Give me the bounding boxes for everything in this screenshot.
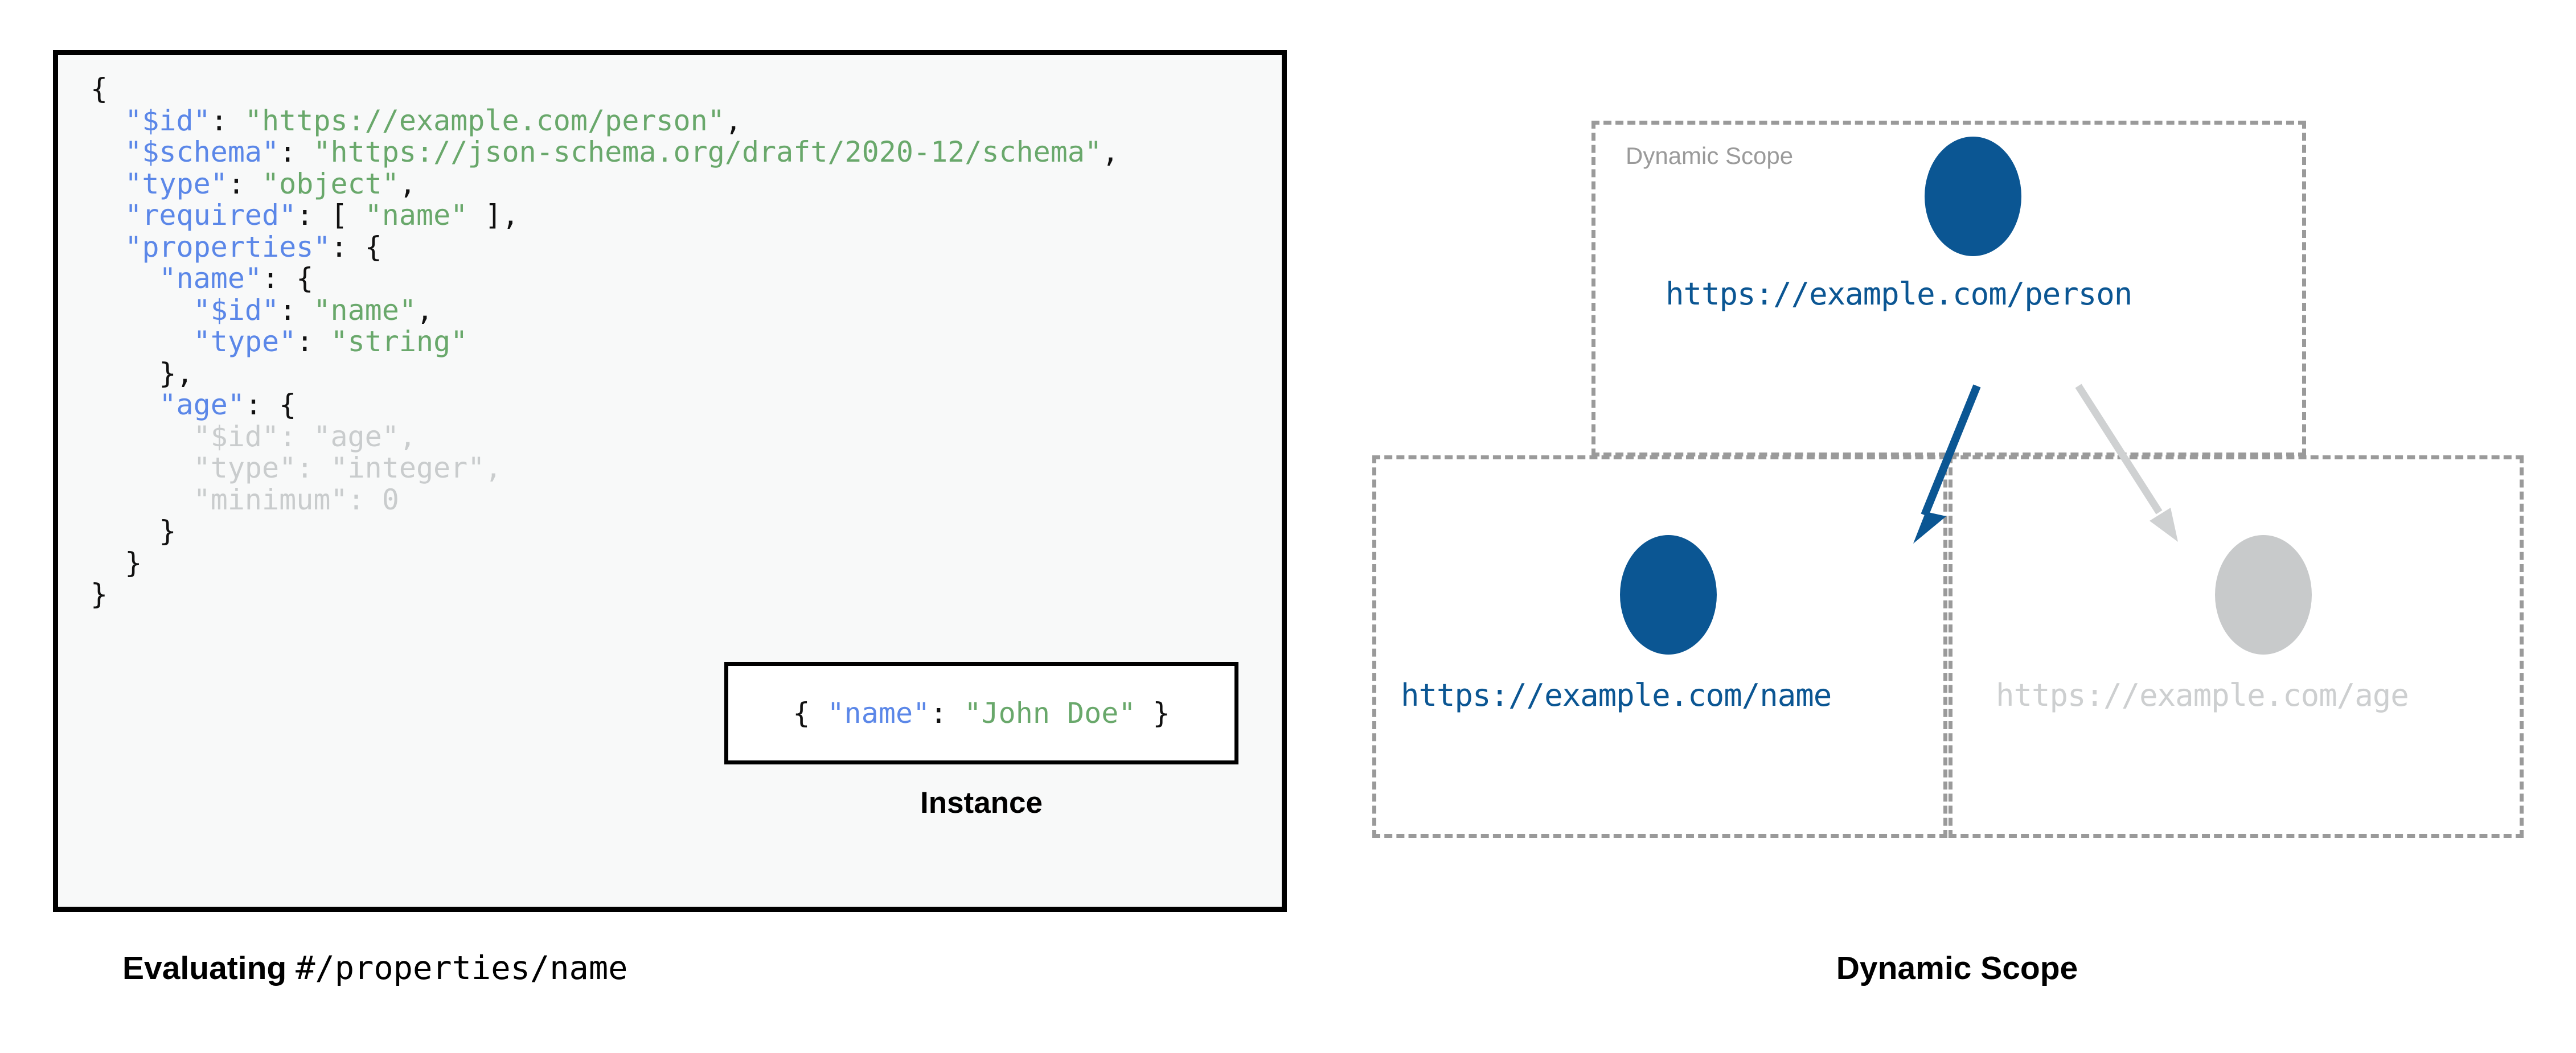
right-figure-caption: Dynamic Scope [1836, 950, 2078, 986]
code-token: "name" [159, 262, 262, 295]
code-token: "type": "integer", [193, 451, 502, 484]
code-token: , [724, 104, 742, 137]
code-token: : { [262, 262, 314, 295]
node-circle-person [1925, 137, 2021, 256]
code-line: "name": { [91, 262, 1119, 295]
code-token: , [1102, 135, 1119, 168]
code-line: "age": { [91, 389, 1119, 421]
instance-code: { "name": "John Doe" } [793, 697, 1170, 730]
code-token: : { [244, 388, 297, 421]
code-line: } [91, 515, 1119, 548]
node-circle-name [1620, 535, 1717, 655]
code-token: "object" [262, 167, 399, 200]
node-circle-age [2215, 535, 2312, 655]
code-token: , [416, 293, 434, 327]
code-token: "minimum": 0 [193, 483, 399, 516]
left-caption-bold: Evaluating [122, 950, 296, 986]
code-token: } [91, 578, 108, 611]
instance-caption: Instance [920, 786, 1043, 820]
code-line: } [91, 546, 1119, 579]
schema-panel: { "$id": "https://example.com/person", "… [53, 50, 1287, 987]
code-token: "required" [125, 199, 297, 232]
dynamic-scope-panel: Dynamic Scope https://example.com/person… [1338, 0, 2576, 1053]
left-caption-pointer: #/properties/name [296, 949, 628, 987]
code-token: : [ [296, 199, 365, 232]
code-line: }, [91, 356, 1119, 390]
code-token: } [159, 515, 177, 548]
schema-code-card: { "$id": "https://example.com/person", "… [53, 50, 1287, 912]
code-line: "required": [ "name" ], [91, 199, 1119, 232]
instance-token: "John Doe" [964, 697, 1136, 730]
code-line: "$id": "https://example.com/person", [91, 105, 1119, 137]
node-label-person: https://example.com/person [1666, 276, 2132, 312]
code-line: "properties": { [91, 230, 1119, 264]
scope-box-age [1949, 455, 2524, 838]
code-line: "minimum": 0 [91, 484, 1119, 516]
node-label-name: https://example.com/name [1401, 677, 1832, 713]
code-line: "$schema": "https://json-schema.org/draf… [91, 135, 1119, 168]
instance-token: "name" [827, 697, 930, 730]
code-line: "type": "object", [91, 168, 1119, 200]
code-token: : [227, 167, 262, 200]
code-token: "name" [313, 293, 416, 327]
code-token: : [279, 293, 314, 327]
code-token: "age" [159, 388, 245, 421]
code-token: ], [467, 199, 519, 232]
code-token: } [125, 546, 142, 579]
node-label-age: https://example.com/age [1996, 677, 2409, 713]
code-token: : [279, 135, 314, 168]
instance-token: : [930, 697, 965, 730]
code-token: "string" [330, 325, 468, 358]
code-token: { [91, 72, 108, 105]
instance-token: } [1135, 697, 1170, 730]
code-token: }, [159, 356, 194, 390]
code-line: "$id": "age", [91, 421, 1119, 453]
scope-box-name [1372, 455, 1947, 838]
code-token: "properties" [125, 230, 331, 264]
code-token: : [210, 104, 245, 137]
code-token: "https://example.com/person" [244, 104, 725, 137]
code-token: "$schema" [125, 135, 280, 168]
code-token: "$id": "age", [193, 419, 416, 453]
code-line: } [91, 578, 1119, 611]
scope-tag-label: Dynamic Scope [1626, 142, 1794, 169]
left-figure-caption: Evaluating #/properties/name [122, 949, 627, 987]
code-line: "type": "integer", [91, 451, 1119, 484]
code-token: "type" [193, 325, 297, 358]
code-token: : [296, 325, 331, 358]
code-token: "type" [125, 167, 228, 200]
code-token: "name" [364, 199, 468, 232]
code-line: "type": "string" [91, 326, 1119, 358]
code-line: "$id": "name", [91, 293, 1119, 327]
code-token: "https://json-schema.org/draft/2020-12/s… [313, 135, 1102, 168]
code-line: { [91, 73, 1119, 105]
code-token: : { [330, 230, 382, 264]
code-token: , [399, 167, 416, 200]
instance-box: { "name": "John Doe" } [724, 662, 1238, 764]
schema-code-block: { "$id": "https://example.com/person", "… [91, 73, 1119, 611]
instance-token: { [793, 697, 827, 730]
code-token: "$id" [125, 104, 211, 137]
code-token: "$id" [193, 293, 280, 327]
